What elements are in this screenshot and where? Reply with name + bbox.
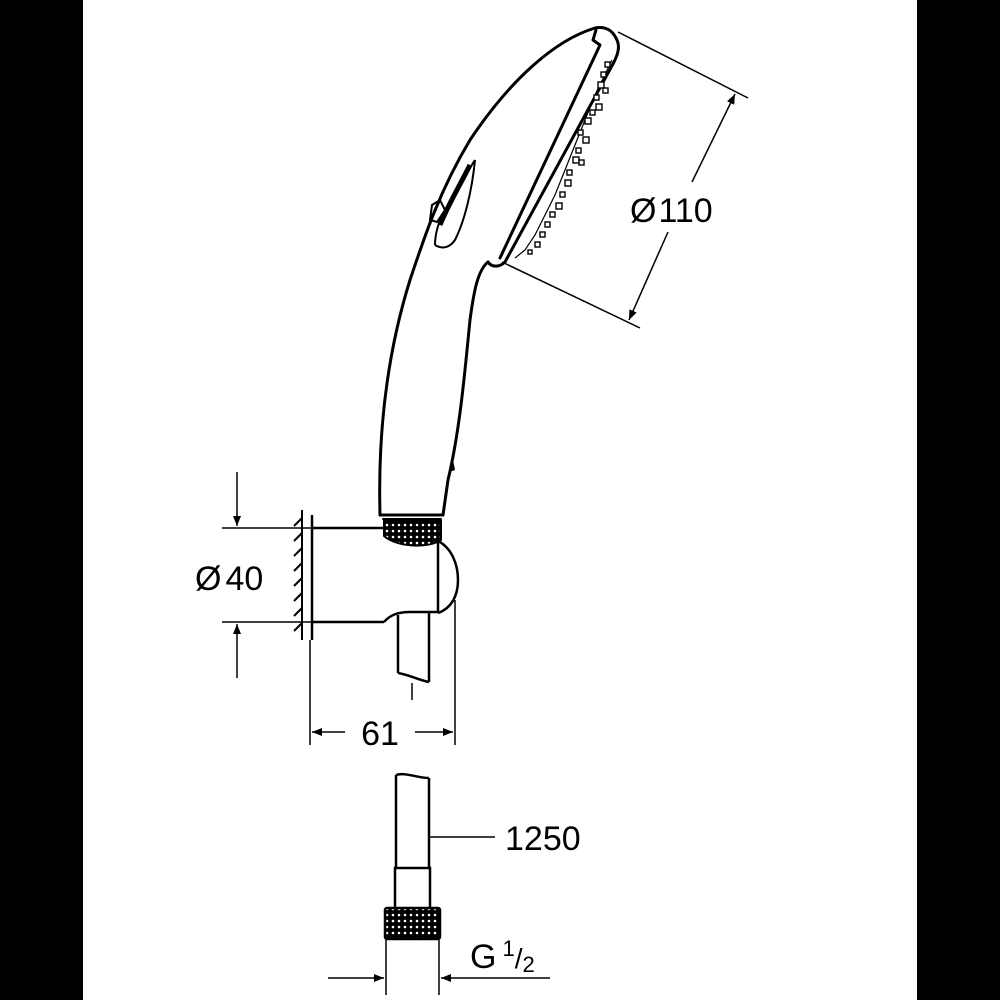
hand-shower bbox=[378, 26, 620, 520]
holder-projection-label: 61 bbox=[361, 715, 399, 753]
handle-front-contour bbox=[441, 260, 490, 517]
handle-knurled-nut bbox=[383, 520, 442, 547]
head-diameter-label: Ø110 bbox=[630, 192, 713, 230]
shower-head-face-inner bbox=[498, 28, 602, 260]
hose-length-label: 1250 bbox=[505, 820, 581, 858]
wall-hatch bbox=[293, 510, 303, 640]
spray-nozzles bbox=[514, 59, 613, 259]
hose-knurled-nut bbox=[383, 906, 442, 941]
shower-head-rim bbox=[486, 36, 620, 268]
shower-head-back-contour bbox=[378, 26, 618, 517]
hose-lower bbox=[393, 772, 432, 912]
hose-upper bbox=[396, 612, 431, 700]
dimension-holder-diameter bbox=[222, 472, 312, 678]
drawing-sheet bbox=[83, 0, 917, 1000]
handle-mark bbox=[449, 455, 455, 472]
dimension-thread bbox=[328, 940, 550, 995]
dimension-holder-projection bbox=[309, 600, 456, 745]
dimension-head-diameter bbox=[501, 31, 749, 329]
wall-holder bbox=[310, 515, 460, 640]
spray-toggle-button bbox=[428, 159, 476, 249]
